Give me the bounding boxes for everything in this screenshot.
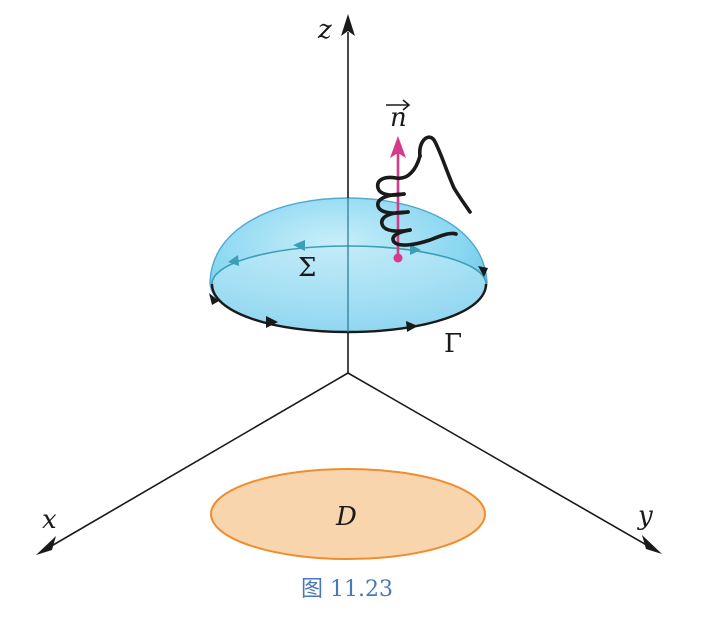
boundary-arrow-icon — [209, 293, 219, 305]
boundary-arrow-icon — [228, 255, 239, 266]
normal-base-point — [393, 253, 403, 263]
region-label: D — [335, 502, 357, 532]
surface-label: Σ — [298, 253, 316, 283]
y-axis-label: y — [637, 501, 653, 531]
region-d — [210, 468, 486, 560]
boundary-label: Γ — [444, 329, 462, 359]
vector-overline-arrow-icon — [402, 99, 411, 111]
x-axis — [47, 372, 349, 549]
x-axis-arrow-icon — [36, 536, 56, 555]
z-axis-arrow-icon — [341, 14, 355, 36]
normal-arrow-icon — [390, 136, 406, 158]
x-axis-label: x — [42, 505, 57, 535]
y-axis-arrow-icon — [642, 535, 662, 554]
z-axis-label: z — [317, 15, 332, 45]
boundary-arrow-icon — [478, 266, 488, 277]
figure-caption: 图 11.23 — [301, 577, 393, 602]
right-hand-thumb-up-icon — [375, 135, 472, 247]
boundary-arrow-icon — [406, 321, 418, 332]
normal-vector-label: n — [390, 103, 407, 133]
boundary-arrow-icon — [410, 244, 421, 255]
y-axis — [347, 372, 651, 548]
boundary-arrow-icon — [266, 316, 278, 328]
surface-base — [212, 246, 486, 332]
boundary-arrow-icon — [293, 240, 305, 251]
